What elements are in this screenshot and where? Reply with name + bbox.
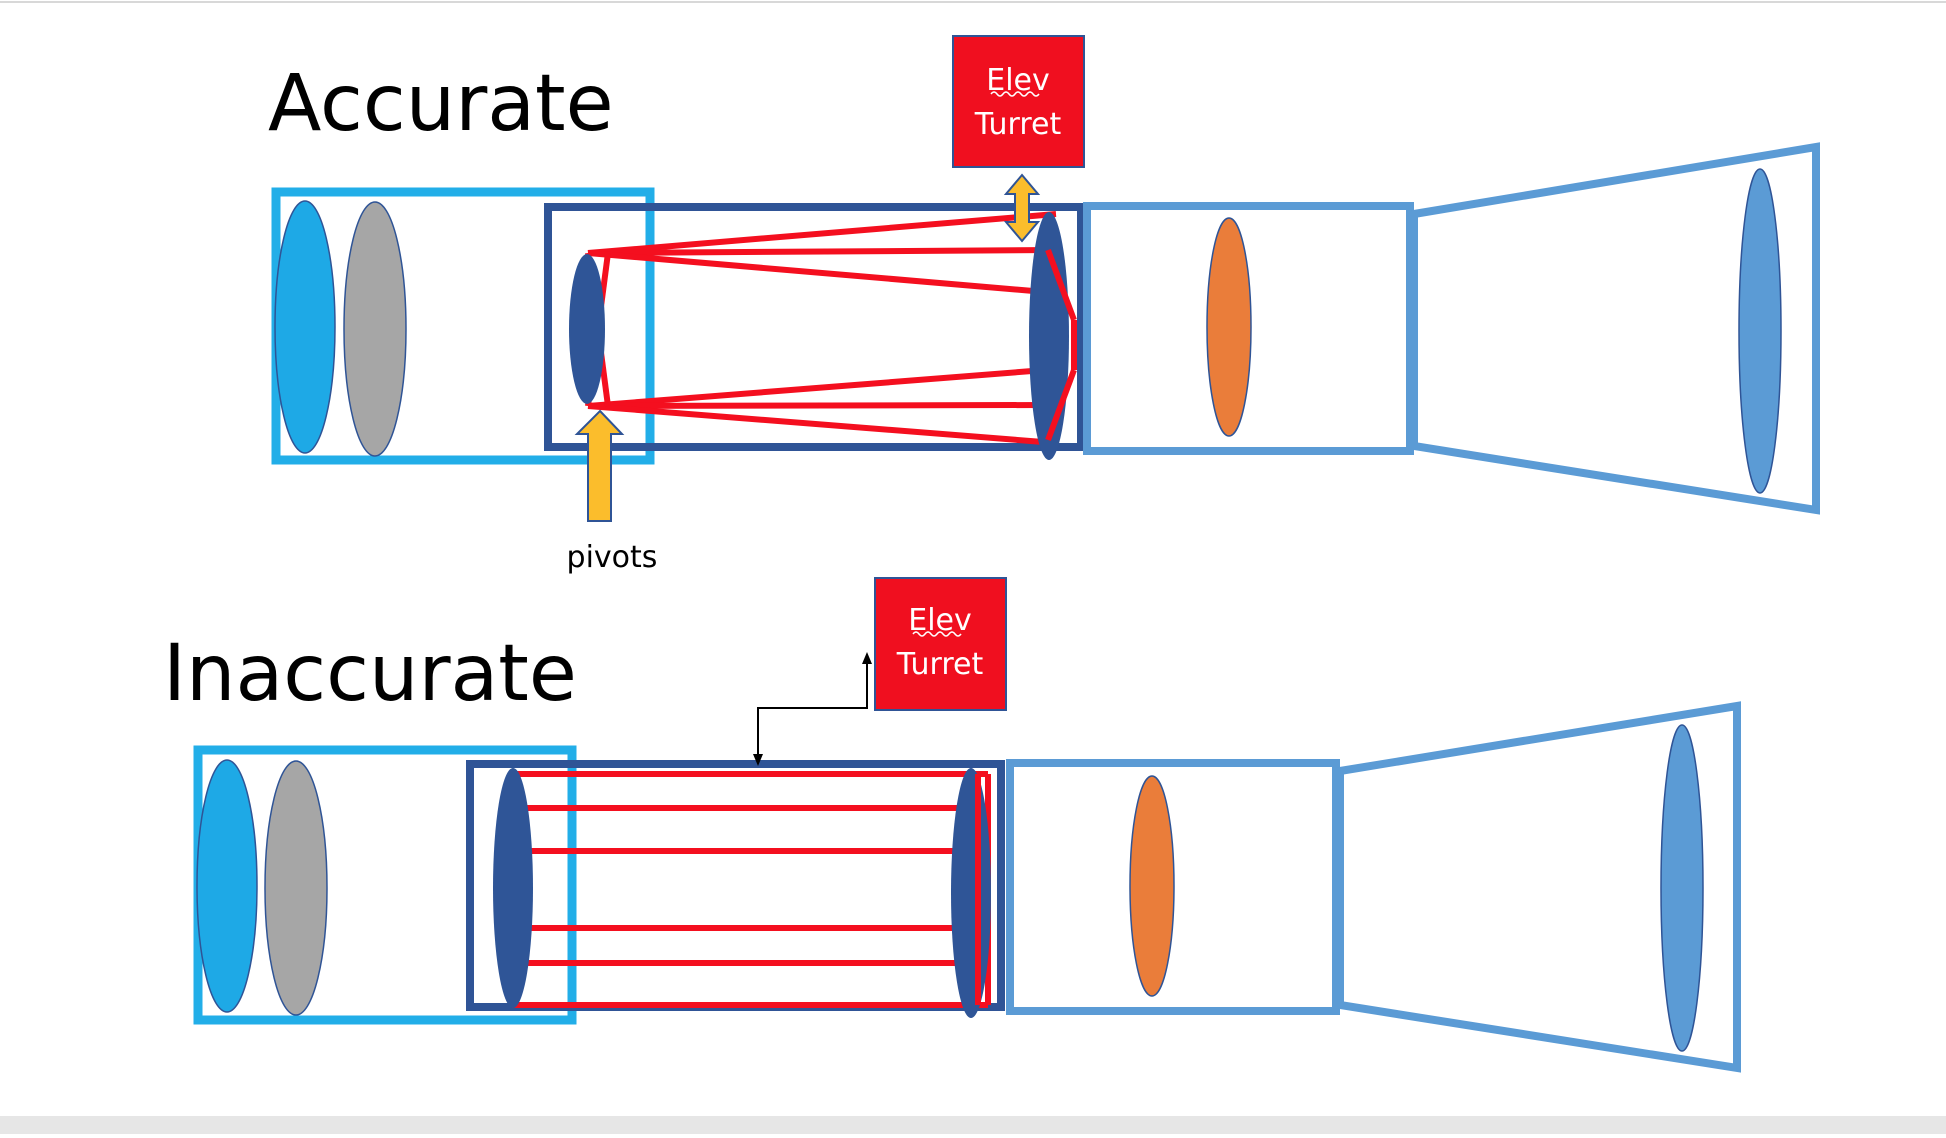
elev-label-line2: Turret [974,107,1062,142]
orange-lens [1129,775,1175,997]
inaccurate-title: Inaccurate [163,629,577,719]
orange-lens [1206,217,1252,437]
objective-lens [1738,168,1782,494]
inaccurate-section: Inaccurate [163,577,1741,1073]
mirror-housing-box [466,760,1005,1011]
eyepiece-lens [274,200,336,454]
secondary-mirror [493,768,533,1008]
elev-turret-box-accurate: Elev Turret [952,35,1085,168]
primary-mirror [951,768,991,1018]
pivots-label: pivots [567,540,658,575]
dew-shield [1336,701,1741,1073]
elev-label-line2: Turret [896,647,984,682]
light-path-accurate [585,211,1057,446]
light-path-accurate-reflection [1045,248,1077,442]
eyepiece-lens [196,759,258,1013]
mirror-housing-box [544,203,1085,451]
primary-mirror [1029,212,1069,460]
accurate-section: Accurate [268,35,1820,575]
secondary-mirror [569,254,605,404]
gray-lens [264,760,328,1016]
gray-lens [343,201,407,457]
up-arrow-icon [574,409,625,522]
light-path-inaccurate [512,771,991,1008]
elbow-connector-arrow-icon [753,652,872,766]
dew-shield [1410,142,1820,515]
slide-bottom-band [0,1116,1946,1134]
double-headed-arrow-icon [1003,173,1041,243]
objective-lens [1660,724,1704,1052]
elev-turret-box-inaccurate: Elev Turret [874,577,1007,711]
accurate-title: Accurate [268,59,614,149]
